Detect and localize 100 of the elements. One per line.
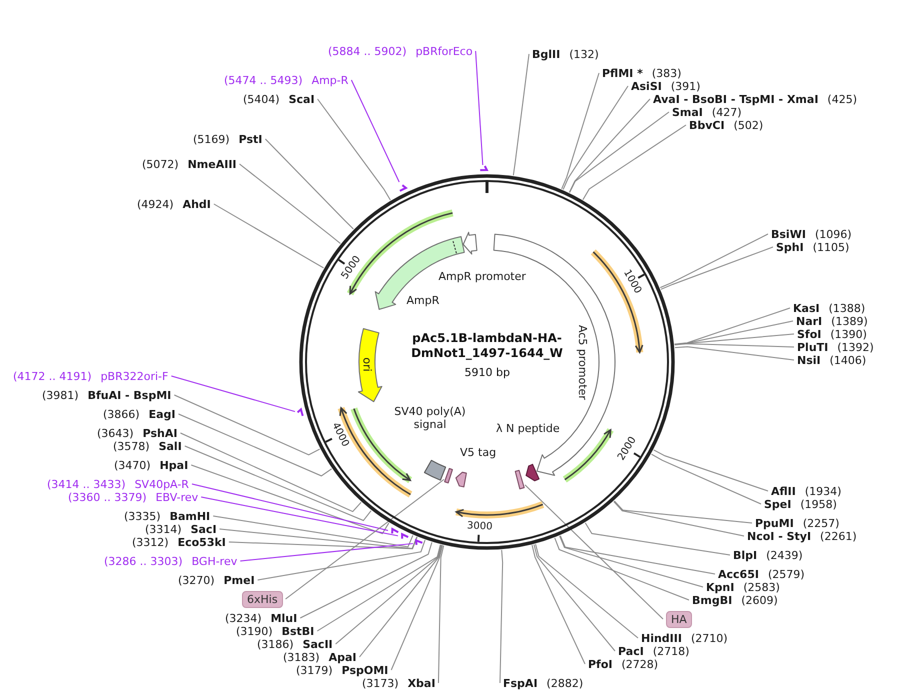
- site-position: (1934): [804, 484, 842, 498]
- leader-line: [569, 112, 670, 194]
- enzyme-name: BfuAI - BspMI: [88, 388, 172, 402]
- enzyme-name: SalI: [158, 440, 182, 452]
- enzyme-name: PacI: [618, 644, 644, 658]
- tag-marker: [444, 467, 453, 485]
- primer-range: (3286 .. 3303): [104, 554, 183, 568]
- enzyme-name: XbaI: [408, 676, 436, 690]
- leader-line: [170, 376, 296, 412]
- enzyme-name: PfoI: [588, 658, 612, 670]
- leader-line: [300, 542, 432, 618]
- enzyme-name: PstI: [238, 132, 262, 146]
- enzyme-name: SphI: [776, 240, 804, 254]
- plasmid-name: pAc5.1B-lambdaN-HA-DmNot1_1497-1644_W: [410, 331, 564, 361]
- scale-number: 4000: [328, 421, 350, 450]
- site-position: (2882): [546, 676, 584, 690]
- leader-line: [674, 343, 794, 348]
- feature-tag: 6xHis: [242, 590, 283, 608]
- leader-line: [650, 454, 762, 504]
- primer-name: pBR322ori-F: [100, 370, 168, 382]
- site-position: (3981): [42, 388, 79, 402]
- leader-line: [561, 72, 600, 190]
- leader-line: [560, 535, 716, 574]
- leader-line: [653, 449, 768, 492]
- site-position: (383): [652, 66, 682, 80]
- enzyme-name: PmeI: [224, 574, 255, 586]
- leader-line: [180, 432, 362, 512]
- enzyme-name: SacII: [302, 638, 333, 650]
- feature-label: λ N peptide: [496, 422, 560, 434]
- leader-line: [674, 346, 794, 360]
- enzyme-name: HindIII: [641, 632, 682, 644]
- enzyme-name: PflMI *: [602, 66, 643, 80]
- site-position: (425): [827, 92, 858, 106]
- enzyme-name: AflII: [771, 484, 796, 498]
- primer-range: (3360 .. 3379): [68, 490, 147, 504]
- site-position: (2261): [820, 530, 857, 542]
- enzyme-name: ApaI: [328, 650, 356, 664]
- site-position: (5072): [142, 158, 179, 170]
- enzyme-name: BmgBI: [692, 594, 732, 606]
- enzyme-name: MluI: [270, 612, 298, 624]
- leader-line: [239, 164, 341, 244]
- leader-line: [316, 544, 441, 632]
- site-position: (3578): [113, 440, 150, 452]
- leader-line: [562, 86, 628, 190]
- primer-name: EBV-rev: [156, 490, 198, 504]
- primer-range: (5474 .. 5493): [224, 74, 303, 86]
- leader-line: [350, 80, 400, 182]
- site-position: (3312): [132, 536, 169, 548]
- primer-range: (5884 .. 5902): [328, 44, 407, 58]
- site-position: (3190): [236, 624, 273, 638]
- site-position: (132): [569, 48, 599, 60]
- site-position: (427): [712, 106, 742, 118]
- leader-line: [212, 516, 414, 548]
- leader-line: [614, 500, 752, 524]
- leader-line: [390, 544, 444, 670]
- leader-line: [335, 544, 442, 644]
- leader-line: [582, 124, 686, 200]
- leader-line: [219, 528, 418, 550]
- enzyme-name: BlpI: [733, 548, 758, 562]
- enzyme-name: AsiSI: [631, 80, 662, 92]
- site-position: (4924): [137, 198, 174, 210]
- site-position: (1392): [837, 340, 874, 354]
- leader-line: [674, 320, 794, 345]
- plasmid-size: 5910 bp: [464, 366, 510, 378]
- leader-line: [613, 501, 744, 536]
- leader-line: [674, 334, 794, 345]
- site-position: (391): [670, 80, 700, 92]
- primer-mark-icon: [413, 538, 424, 548]
- enzyme-name: SmaI: [672, 106, 703, 118]
- leader-line: [200, 496, 398, 536]
- feature-label: Ac5 promoter: [575, 324, 588, 400]
- enzyme-name: PluTI: [797, 340, 828, 354]
- feature-label: SV40 poly(A) signal: [393, 405, 467, 431]
- leader-line: [317, 98, 391, 201]
- leader-line: [438, 544, 444, 684]
- enzyme-name: SfoI: [797, 328, 822, 340]
- primer-mark-icon: [478, 165, 488, 173]
- feature-label: AmpR: [406, 294, 440, 306]
- enzyme-name: PshAI: [142, 426, 178, 440]
- site-position: (3470): [114, 458, 151, 472]
- enzyme-name: NmeAIII: [188, 158, 236, 170]
- leader-line: [174, 394, 320, 456]
- enzyme-name: PspOMI: [342, 664, 388, 676]
- site-position: (1406): [830, 354, 866, 366]
- leader-line: [475, 50, 484, 166]
- site-position: (3183): [283, 650, 320, 664]
- feature-label: AmpR promoter: [438, 270, 526, 282]
- site-position: (2609): [741, 594, 778, 606]
- primer-name: BGH-rev: [192, 554, 238, 568]
- site-position: (3270): [178, 574, 215, 586]
- site-position: (3186): [257, 638, 294, 650]
- leader-line: [264, 138, 354, 230]
- leader-line: [191, 484, 388, 531]
- enzyme-name: Eco53kI: [178, 536, 226, 548]
- primer-range: (4172 .. 4191): [13, 370, 92, 382]
- site-position: (1390): [830, 328, 867, 340]
- site-position: (2439): [766, 548, 803, 562]
- leader-line: [524, 484, 664, 620]
- leader-line: [500, 549, 504, 684]
- site-position: (2710): [690, 632, 728, 644]
